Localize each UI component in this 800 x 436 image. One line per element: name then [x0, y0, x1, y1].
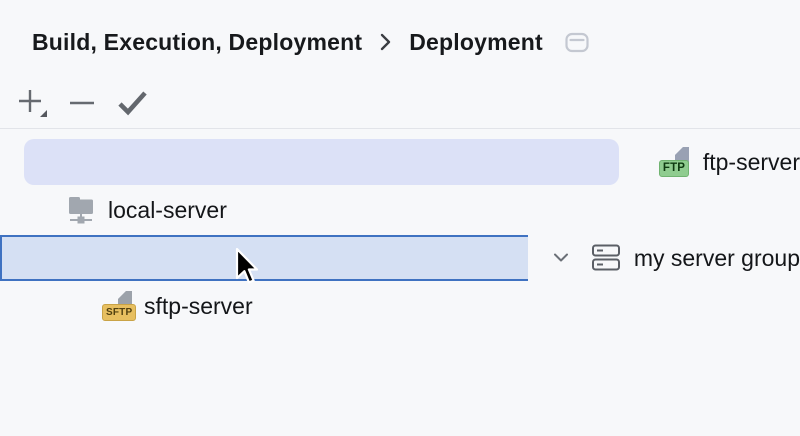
row-highlight [24, 139, 619, 185]
chevron-down-icon[interactable] [552, 235, 570, 281]
sftp-badge: SFTP [102, 304, 137, 321]
sftp-server-icon: SFTP [102, 288, 137, 324]
breadcrumb-root[interactable]: Build, Execution, Deployment [32, 28, 363, 55]
ftp-server-icon: FTP [658, 144, 693, 180]
local-server-icon [64, 193, 98, 227]
tree-item-label: local-server [108, 196, 227, 223]
tree-item-my-server-group[interactable]: my server group [0, 235, 800, 281]
row-selection [0, 235, 528, 281]
minus-icon [67, 88, 97, 121]
tree-item-label: sftp-server [144, 292, 253, 319]
breadcrumb-current: Deployment [409, 28, 543, 55]
tree-item-sftp-server[interactable]: SFTP sftp-server [0, 283, 800, 329]
tree-item-local-server[interactable]: local-server [0, 187, 800, 233]
ftp-badge: FTP [658, 160, 690, 177]
plus-dropdown-icon [15, 86, 49, 123]
remove-server-button[interactable] [60, 84, 104, 124]
server-group-icon [590, 241, 624, 275]
use-as-default-button[interactable] [110, 84, 154, 124]
check-icon [115, 88, 149, 121]
add-server-button[interactable] [10, 84, 54, 124]
window-icon[interactable] [565, 32, 589, 53]
tree-item-label: my server group [633, 244, 800, 271]
toolbar-divider [0, 128, 800, 129]
tree-item-ftp-server[interactable]: FTP ftp-server [0, 139, 800, 185]
server-tree: FTP ftp-server local-server [0, 132, 800, 436]
tree-item-label: ftp-server [702, 148, 800, 175]
breadcrumb: Build, Execution, Deployment Deployment [32, 24, 589, 60]
breadcrumb-chevron-icon [380, 33, 391, 51]
toolbar [10, 84, 154, 124]
